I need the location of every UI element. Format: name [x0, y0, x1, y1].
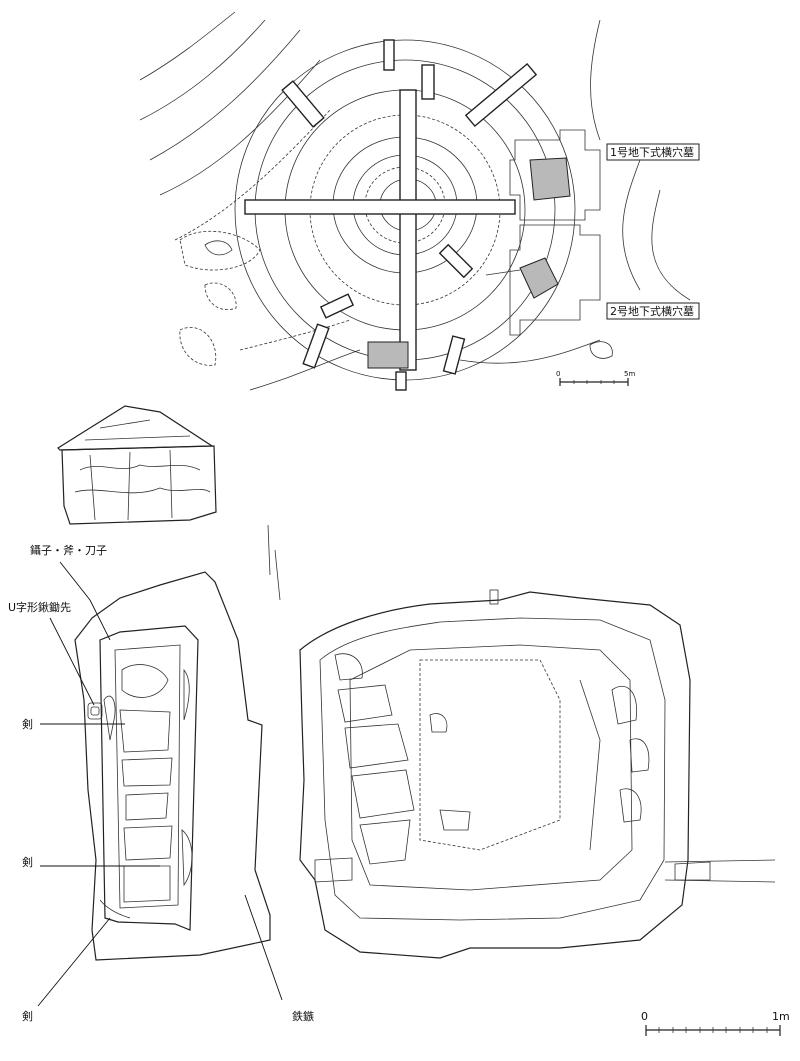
chamber-stones: [334, 653, 650, 865]
tomb1-label: 1号地下式横穴墓: [606, 143, 700, 161]
label-sword-3: 剣: [22, 1010, 33, 1023]
grave-plan-left: 鑷子・斧・刀子 U字形鍬鋤先 剣 剣 剣 鉄鏃: [8, 524, 314, 1023]
coffin-stones: [99, 664, 193, 919]
tomb2-label: 2号地下式横穴墓: [606, 302, 700, 320]
svg-text:2号地下式横穴墓: 2号地下式横穴墓: [610, 304, 694, 318]
chamber-plan-right: [299, 589, 776, 959]
contour-lines: [139, 11, 691, 391]
svg-text:5m: 5m: [624, 370, 635, 378]
stone-chamber-elevation: [57, 405, 217, 525]
svg-text:1号地下式横穴墓: 1号地下式横穴墓: [610, 145, 694, 159]
label-sword-1: 剣: [22, 718, 33, 731]
svg-text:1m: 1m: [772, 1010, 790, 1023]
tomb-excavations: [485, 129, 601, 336]
label-sword-2: 剣: [22, 856, 33, 869]
top-scale-bar: 0 5m: [556, 370, 635, 386]
bottom-scale-bar: 0 1m: [641, 1010, 790, 1036]
label-tools: 鑷子・斧・刀子: [30, 543, 107, 557]
pit-features: [179, 230, 613, 366]
svg-text:0: 0: [556, 370, 560, 378]
label-arrowhead: 鉄鏃: [292, 1009, 314, 1023]
svg-text:0: 0: [641, 1010, 648, 1023]
trench-cross: [244, 39, 538, 391]
site-plan-top: 1号地下式横穴墓 2号地下式横穴墓 0 5m: [139, 11, 700, 391]
label-spade: U字形鍬鋤先: [8, 600, 71, 614]
